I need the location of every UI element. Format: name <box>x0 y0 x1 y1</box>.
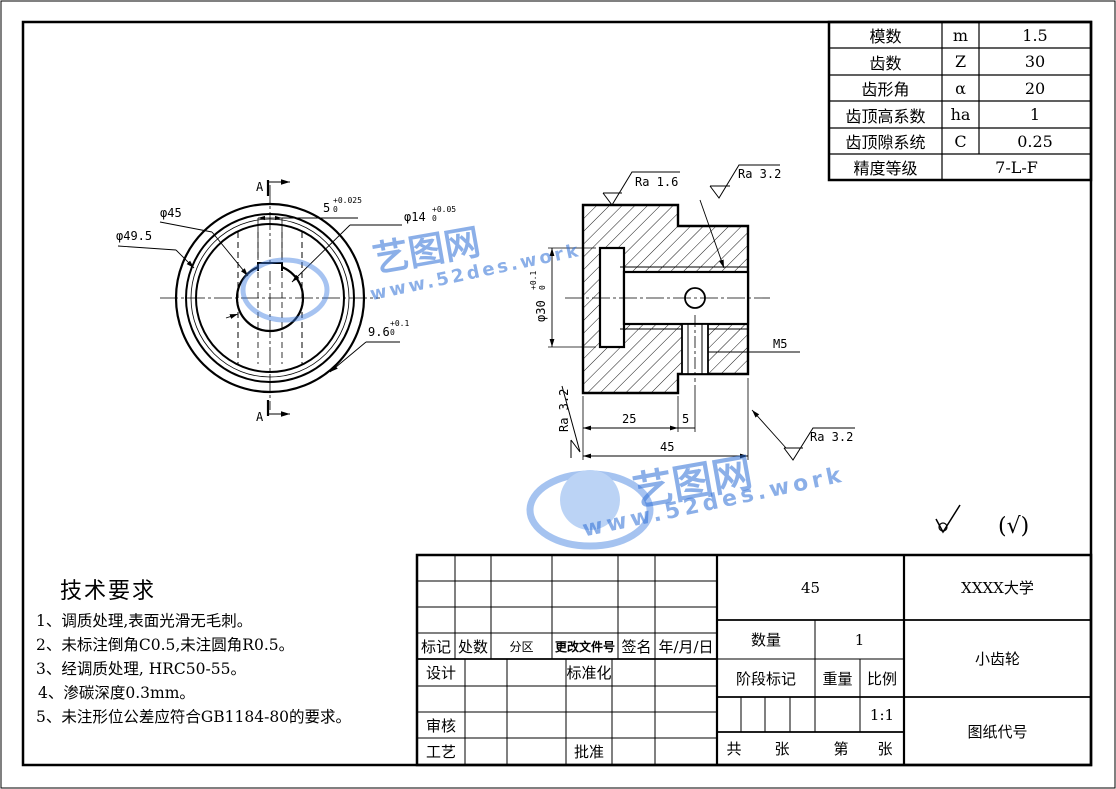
label-review: 审核 <box>425 716 456 735</box>
svg-text:+0.1: +0.1 <box>390 319 409 328</box>
note-item: 3、经调质处理, HRC50-55。 <box>36 660 246 678</box>
label-scale: 比例 <box>866 669 897 688</box>
note-item: 1、调质处理,表面光滑无毛刺。 <box>36 612 253 630</box>
roughness-ra-3-2-top: Ra 3.2 <box>738 167 781 181</box>
title-block <box>415 553 1093 767</box>
svg-text:0: 0 <box>333 205 338 214</box>
param-name: 齿顶高系数 <box>845 106 926 126</box>
label-date: 年/月/日 <box>658 637 714 656</box>
label-sign: 签名 <box>621 637 652 656</box>
roughness-ra-3-2-right: Ra 3.2 <box>810 430 853 444</box>
scale-value: 1:1 <box>869 705 895 724</box>
notes-title: 技术要求 <box>60 579 157 604</box>
front-view <box>117 179 402 417</box>
label-process: 工艺 <box>425 743 456 761</box>
label-total: 共 <box>726 740 742 758</box>
label-weight: 重量 <box>822 669 853 688</box>
thread-m5: M5 <box>773 337 787 351</box>
roughness-ra-3-2-left: Ra 3.2 <box>557 389 571 432</box>
dim-5: 5 <box>682 412 689 426</box>
roughness-ra-1-6: Ra 1.6 <box>635 175 678 189</box>
label-count: 处数 <box>457 637 488 656</box>
svg-text:+0.1: +0.1 <box>529 271 538 290</box>
svg-text:0: 0 <box>432 214 437 223</box>
label-approve: 批准 <box>573 743 604 761</box>
param-value: 20 <box>1024 78 1046 98</box>
param-value: 1 <box>1029 105 1041 124</box>
param-name: 模数 <box>869 27 902 46</box>
gear-parameter-table <box>827 20 1093 182</box>
note-item: 2、未标注倒角C0.5,未注圆角R0.5。 <box>36 636 295 654</box>
svg-text:+0.025: +0.025 <box>333 196 362 205</box>
quantity-value: 1 <box>854 630 865 649</box>
label-stage: 阶段标记 <box>735 669 796 688</box>
label-zone: 分区 <box>509 639 534 654</box>
param-symbol: C <box>954 131 967 151</box>
watermark-logo <box>240 257 654 550</box>
label-change-doc: 更改文件号 <box>554 639 615 654</box>
dim-phi49-5: φ49.5 <box>116 229 152 243</box>
section-label-top: A <box>256 180 264 194</box>
param-symbol: ha <box>950 105 971 124</box>
part-name: 小齿轮 <box>974 650 1020 668</box>
section-label-bottom: A <box>256 410 264 424</box>
technical-requirements: 技术要求 1、调质处理,表面光滑无毛刺。 2、未标注倒角C0.5,未注圆角R0.… <box>36 573 416 729</box>
svg-text:0: 0 <box>538 285 547 290</box>
dim-phi45: φ45 <box>160 206 182 220</box>
school-name: XXXX大学 <box>961 579 1034 597</box>
param-value: 1.5 <box>1022 25 1048 45</box>
param-value: 30 <box>1024 52 1046 71</box>
dim-key-width: 5 <box>323 201 330 215</box>
note-item: 4、渗碳深度0.3mm。 <box>38 684 195 702</box>
label-page-sheet: 张 <box>877 740 893 758</box>
material: 45 <box>800 578 821 597</box>
svg-text:+0.05: +0.05 <box>432 205 456 214</box>
param-value: 0.25 <box>1017 131 1053 151</box>
svg-text:0: 0 <box>390 328 395 337</box>
param-name: 齿形角 <box>861 80 910 99</box>
param-symbol: α <box>955 78 966 98</box>
note-item: 5、未注形位公差应符合GB1184-80的要求。 <box>36 708 352 726</box>
param-symbol: m <box>952 25 969 45</box>
section-view <box>548 164 855 461</box>
dim-25: 25 <box>622 412 636 426</box>
label-quantity: 数量 <box>750 631 781 649</box>
label-design: 设计 <box>425 664 456 682</box>
general-roughness <box>935 504 961 534</box>
front-view-labels: A A φ45 φ49.5 5 +0.025 0 φ14 +0.05 0 9.6… <box>116 180 456 424</box>
roughness-note: (√) <box>998 514 1029 539</box>
param-name: 齿顶隙系统 <box>845 133 926 152</box>
outer-circle <box>174 202 366 394</box>
dim-phi30: φ30 <box>534 300 548 322</box>
dim-45: 45 <box>660 440 674 454</box>
label-page: 第 <box>833 740 849 758</box>
label-standard: 标准化 <box>566 664 612 682</box>
param-symbol: Z <box>954 52 967 71</box>
drawing-number: 图纸代号 <box>967 722 1028 741</box>
param-name: 精度等级 <box>853 159 918 178</box>
dim-keyway-depth: 9.6 <box>368 325 390 339</box>
label-mark: 标记 <box>420 637 451 656</box>
label-sheet: 张 <box>774 740 790 758</box>
param-name: 齿数 <box>869 53 902 73</box>
section-view-labels: Ra 1.6 Ra 3.2 Ra 3.2 Ra 3.2 φ30 +0.1 0 M… <box>529 167 853 454</box>
param-value: 7-L-F <box>995 157 1038 177</box>
dim-bore-phi14: φ14 <box>404 210 426 224</box>
